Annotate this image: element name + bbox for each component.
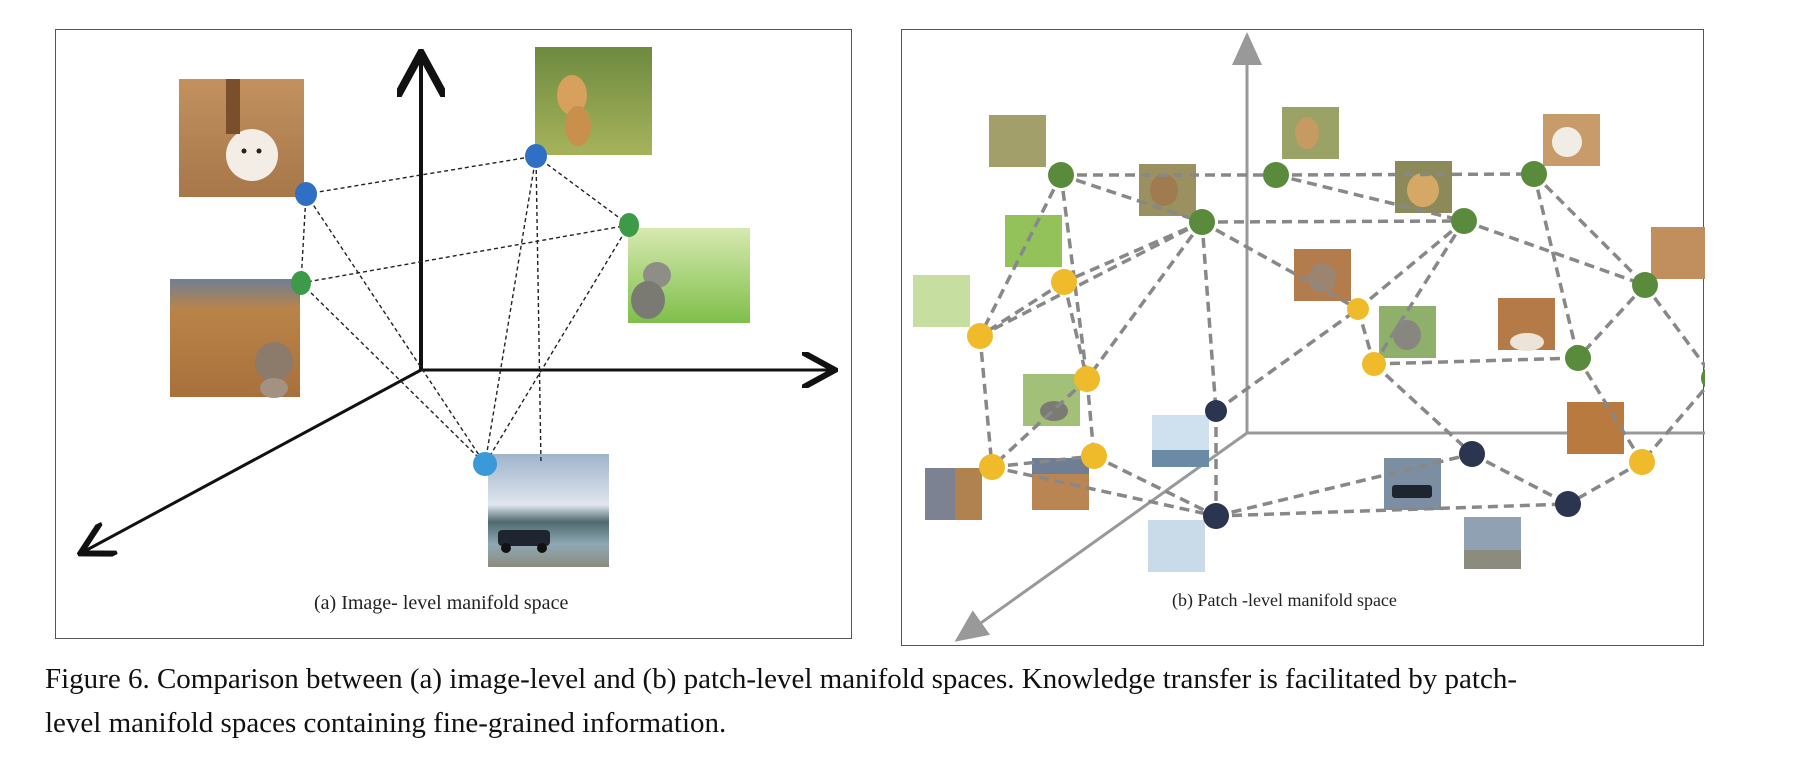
patch-level-manifold-panel: (b) Patch -level manifold space — [901, 29, 1705, 646]
manifold-edges — [300, 155, 630, 465]
figure-caption-line-1: Figure 6. Comparison between (a) image-l… — [45, 663, 1518, 695]
car-lake-photo — [488, 454, 609, 567]
node-kitten-grass — [619, 213, 639, 237]
dog-golden-photo — [535, 47, 652, 155]
puppy-white-photo — [179, 79, 304, 197]
node-car — [473, 452, 497, 476]
kitten-grass-photo — [628, 228, 750, 323]
figure-caption: Figure 6. Comparison between (a) image-l… — [45, 657, 1765, 745]
image-level-manifold-diagram — [56, 47, 853, 567]
node-puppy — [295, 182, 317, 206]
image-level-manifold-panel: (a) Image- level manifold space — [55, 29, 852, 639]
subcaption-b: (b) Patch -level manifold space — [1172, 590, 1397, 610]
figure-caption-line-2: level manifold spaces containing fine-gr… — [45, 707, 727, 739]
axis-z — [954, 431, 1248, 642]
patch-nodes — [967, 161, 1705, 529]
subcaption-a: (a) Image- level manifold space — [314, 592, 569, 614]
node-kitten-floor — [291, 271, 311, 295]
patch-thumbnails — [913, 107, 1705, 572]
axis-z — [83, 368, 422, 552]
patch-level-manifold-diagram — [913, 32, 1705, 642]
node-golden-dog — [525, 144, 547, 168]
kitten-floor-photo — [170, 279, 300, 398]
patch-manifold-edges — [978, 172, 1705, 518]
